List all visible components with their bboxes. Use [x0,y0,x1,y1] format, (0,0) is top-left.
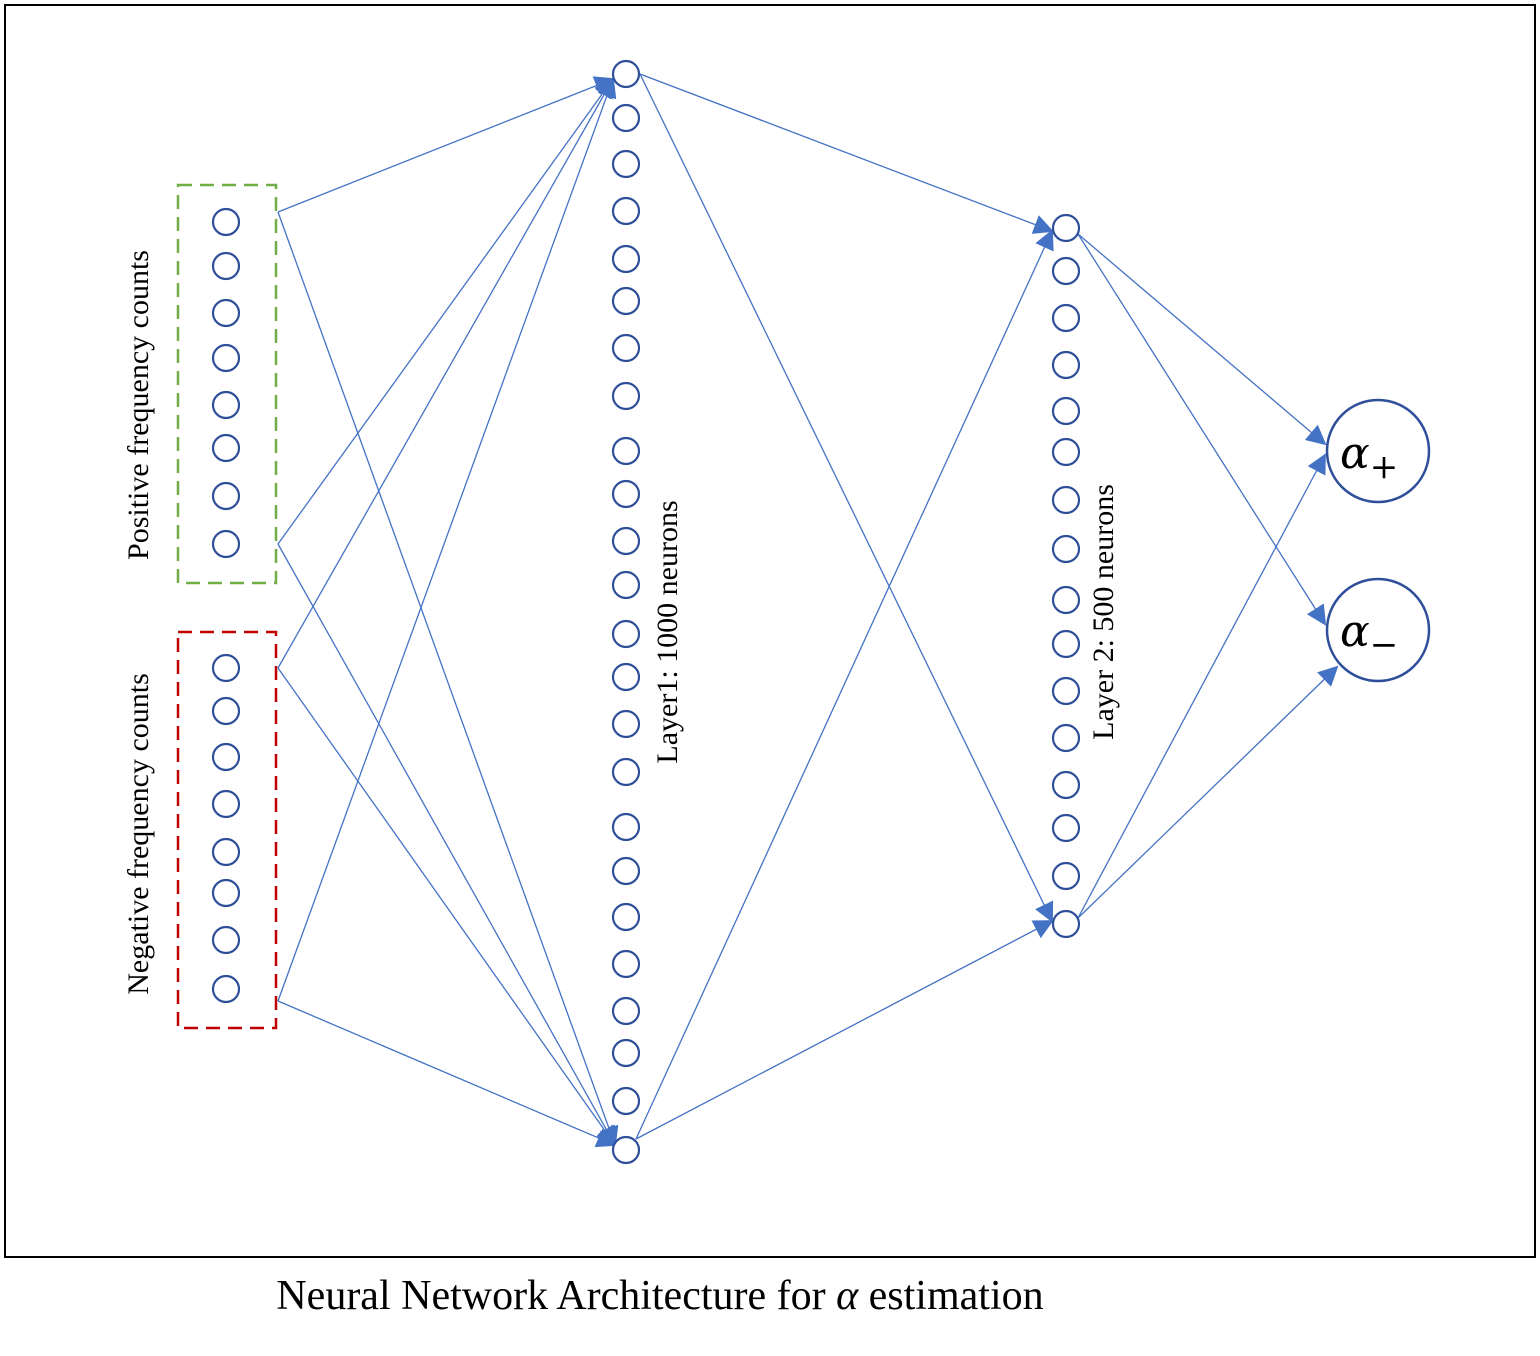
connection-arrow [277,77,617,1002]
alpha-minus-label: α− [1340,606,1398,665]
layer1-neuron [611,662,641,692]
input-neuron [211,529,241,559]
layer2-neuron [1051,396,1081,426]
layer1-neuron [611,526,641,556]
layer1-label: Layer1: 1000 neurons [651,500,684,763]
layer1-neuron [611,1135,641,1165]
layer2-neuron [1051,909,1081,939]
layer1-neuron [611,757,641,787]
input-neuron [211,789,241,819]
layer1-neuron [611,479,641,509]
layer1-neuron [611,856,641,886]
layer1-neuron [611,812,641,842]
connection-arrow [277,1000,617,1148]
layer1-neuron [611,196,641,226]
layer2-neurons [1051,213,1081,939]
output-alpha-plus-neuron [1325,398,1431,504]
connection-arrow [1077,233,1327,626]
layer2-neuron [1051,723,1081,753]
negative-input-group-box [176,630,278,1030]
connection-arrow [1077,665,1339,919]
input-neuron [211,653,241,683]
layer2-neuron [1051,485,1081,515]
layer1-neuron [611,902,641,932]
connection-arrow [635,229,1054,1140]
layer1-neuron [611,570,641,600]
layer2-neuron [1051,585,1081,615]
layer1-neuron [611,1086,641,1116]
layer2-neuron [1051,303,1081,333]
input-neuron [211,251,241,281]
diagram-frame [4,4,1536,1258]
layer1-neurons [611,59,641,1165]
connection-arrow [277,667,617,1147]
layer1-neuron [611,286,641,316]
positive-input-group-box [176,183,278,585]
layer2-neuron [1051,770,1081,800]
layer2-neuron [1051,534,1081,564]
layer2-neuron [1051,813,1081,843]
input-neuron [211,974,241,1004]
layer2-neuron [1051,350,1081,380]
layer2-neuron [1051,437,1081,467]
layer1-neuron [611,949,641,979]
input-neuron [211,390,241,420]
layer2-label: Layer 2: 500 neurons [1087,484,1120,740]
connection-arrow [635,920,1054,1140]
positive-input-neurons [211,207,241,559]
input-neuron [211,696,241,726]
layer1-neuron [611,436,641,466]
layer2-neuron [1051,629,1081,659]
connection-arrow [277,543,616,1147]
alpha-plus-label: α+ [1340,428,1398,487]
connection-arrow [639,73,1054,923]
input-neuron [211,343,241,373]
negative-input-neurons [211,653,241,1004]
input-neuron [211,433,241,463]
layer1-neuron [611,59,641,89]
layer1-neuron [611,381,641,411]
input-neuron [211,481,241,511]
connection-arrow [277,76,615,213]
figure-caption: Neural Network Architecture for α estima… [276,1273,1044,1319]
layer1-neuron [611,996,641,1026]
positive-frequency-label: Positive frequency counts [122,250,155,560]
connection-arrow [277,77,614,669]
input-neuron [211,742,241,772]
input-neuron [211,837,241,867]
input-neuron [211,925,241,955]
connection-arrow [1077,453,1326,919]
connection-arrow [277,211,619,1147]
layer1-neuron [611,709,641,739]
layer2-neuron [1051,676,1081,706]
layer1-neuron [611,149,641,179]
connection-arrow [277,77,615,545]
layer2-neuron [1051,861,1081,891]
layer1-neuron [611,244,641,274]
input-neuron [211,298,241,328]
output-alpha-minus-neuron [1325,577,1431,683]
input-neuron [211,878,241,908]
connection-arrow [639,73,1054,234]
layer1-neuron [611,1038,641,1068]
input-neuron [211,207,241,237]
layer2-neuron [1051,213,1081,243]
negative-frequency-label: Negative frequency counts [122,673,155,995]
layer1-neuron [611,103,641,133]
connection-arrow [1077,233,1327,446]
layer1-neuron [611,619,641,649]
layer2-neuron [1051,256,1081,286]
layer1-neuron [611,333,641,363]
connections [277,73,1339,1148]
